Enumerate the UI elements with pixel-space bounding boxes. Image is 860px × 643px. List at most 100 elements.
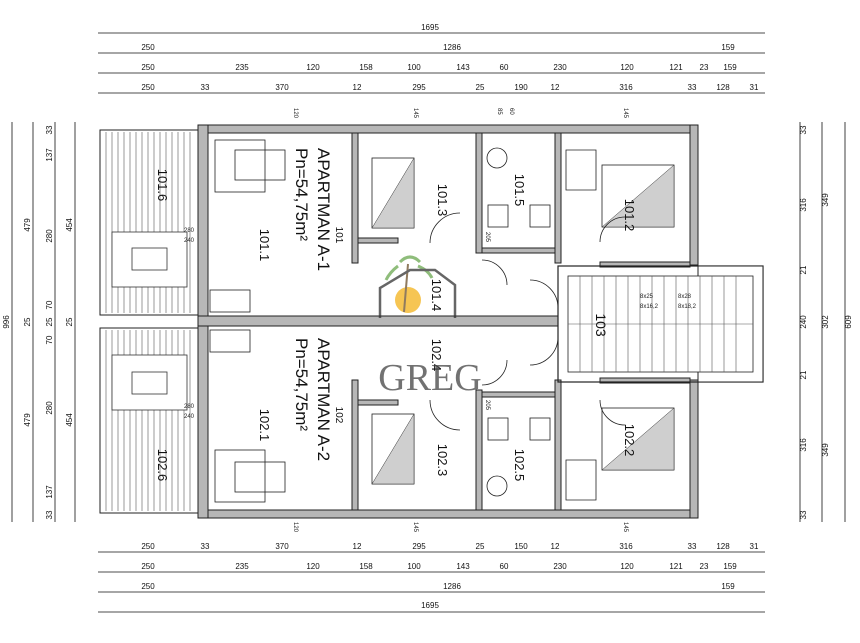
dim-left-m2-3: 70	[45, 300, 54, 309]
dim-bot-r1-3: 12	[353, 542, 362, 551]
dim-top-r3-6: 60	[500, 63, 509, 72]
dim-bot-r2-5: 143	[456, 562, 470, 571]
dim-top-r4-7: 12	[551, 83, 560, 92]
dim-bot-r3-0: 250	[141, 582, 155, 591]
apartment-a1-area: Pn=54,75m²	[292, 148, 311, 241]
dim-left-m2-2: 280	[45, 229, 54, 243]
dim-right-m1-1: 302	[821, 315, 830, 329]
room-101-6: 101.6	[155, 169, 170, 202]
dim-right-m1-2: 349	[821, 443, 830, 457]
dim-bot-r1-4: 295	[412, 542, 426, 551]
dim-right-m2-6: 33	[799, 510, 808, 519]
dim-right-m2-0: 33	[799, 125, 808, 134]
stair-label-4: 8x18,2	[678, 304, 697, 310]
dim-bot-r2-11: 159	[723, 562, 737, 571]
dim-left-m3-0: 454	[65, 218, 74, 232]
room-102: 102	[333, 407, 344, 424]
dim-right-m2-3: 240	[799, 315, 808, 329]
bed-102-3	[371, 413, 415, 485]
dim-left-m2-4: 25	[45, 317, 54, 326]
room-labels: 101.6 101.1 101.3 101.5 101.2 101.4 103 …	[155, 169, 637, 482]
stair-label-2: 8x28	[678, 294, 692, 300]
dim-left-m1-0: 479	[23, 218, 32, 232]
room-102-5: 102.5	[512, 449, 527, 482]
dim-bot-r2-6: 60	[500, 562, 509, 571]
dim-bot-r1-8: 316	[619, 542, 633, 551]
dim-bot-r2-2: 120	[306, 562, 320, 571]
room-102-6: 102.6	[155, 449, 170, 482]
dim-left-m2-6: 280	[45, 401, 54, 415]
dim-top-r4-8: 316	[619, 83, 633, 92]
room-101-2: 101.2	[622, 199, 637, 232]
dim-left-m3-2: 454	[65, 413, 74, 427]
dim-top-r4-1: 33	[201, 83, 210, 92]
dim-bot-r1-10: 128	[716, 542, 730, 551]
dim-top-r3-5: 143	[456, 63, 470, 72]
stair-label-3: 8x16,2	[640, 304, 659, 310]
bed-101-3	[371, 157, 415, 229]
wall-label-280a: 280	[184, 228, 195, 234]
dim-bot-r2-1: 235	[235, 562, 249, 571]
terrace-top	[99, 129, 199, 316]
dim-top-r2-2: 159	[721, 43, 735, 52]
dim-right-m2-4: 21	[799, 370, 808, 379]
door-label-f: 120	[292, 522, 298, 533]
bottom-dimensions: 250 33 370 12 295 25 150 12 316 33 128 3…	[98, 542, 765, 613]
dim-top-r3-3: 158	[359, 63, 373, 72]
left-dimensions: 996 479 25 479 33 137 280 70 25 70 280 1…	[2, 122, 76, 522]
terrace-bottom	[99, 327, 199, 514]
dim-bot-r2-10: 23	[700, 562, 709, 571]
dim-bot-r2-4: 100	[407, 562, 421, 571]
dim-bot-r1-7: 12	[551, 542, 560, 551]
dim-top-r3-0: 250	[141, 63, 155, 72]
dim-left-m2-8: 33	[45, 510, 54, 519]
room-101-3: 101.3	[435, 184, 450, 217]
dim-top-r4-2: 370	[275, 83, 289, 92]
room-101-5: 101.5	[512, 174, 527, 207]
dim-bot-r3-2: 159	[721, 582, 735, 591]
dim-left-996: 996	[2, 315, 11, 329]
room-101-4: 101.4	[429, 279, 444, 312]
dim-bot-r1-0: 250	[141, 542, 155, 551]
door-swings	[429, 212, 626, 431]
dim-right-m1-0: 349	[821, 193, 830, 207]
door-label-e: 60	[508, 108, 514, 115]
bed-101-2	[601, 164, 675, 228]
dim-bot-r2-0: 250	[141, 562, 155, 571]
dim-bot-r2-3: 158	[359, 562, 373, 571]
dim-left-m2-1: 137	[45, 148, 54, 162]
dim-top-r4-3: 12	[353, 83, 362, 92]
apartment-a2-area: Pn=54,75m²	[292, 338, 311, 431]
dim-top-r4-4: 295	[412, 83, 426, 92]
room-102-1: 102.1	[257, 409, 272, 442]
bed-102-2	[601, 407, 675, 471]
dim-top-r4-6: 190	[514, 83, 528, 92]
logo-text: GREG	[378, 357, 481, 399]
dim-bot-r3-1: 1286	[443, 582, 461, 591]
room-101-1: 101.1	[257, 229, 272, 262]
door-label-a: 120	[292, 108, 298, 119]
door-label-h: 145	[622, 522, 628, 533]
greg-logo-watermark: GREG	[378, 255, 482, 399]
dim-top-r3-4: 100	[407, 63, 421, 72]
wall-label-280b: 280	[184, 404, 195, 410]
dim-bot-r2-7: 230	[553, 562, 567, 571]
staircase: 8x25 8x28 8x16,2 8x18,2	[567, 275, 754, 373]
top-dimensions: 1695 250 1286 159 250 235 120 158 100 14…	[98, 23, 765, 94]
dim-right-609: 609	[844, 315, 853, 329]
door-label-b: 145	[412, 108, 418, 119]
dim-left-m3-1: 25	[65, 317, 74, 326]
dim-bot-r1-6: 150	[514, 542, 528, 551]
dim-bot-r1-1: 33	[201, 542, 210, 551]
dim-top-r4-11: 31	[750, 83, 759, 92]
dim-top-r2-1: 1286	[443, 43, 461, 52]
dim-top-r4-9: 33	[688, 83, 697, 92]
dim-bot-r1-11: 31	[750, 542, 759, 551]
dim-top-r3-1: 235	[235, 63, 249, 72]
dim-top-r4-0: 250	[141, 83, 155, 92]
dim-bot-r1-9: 33	[688, 542, 697, 551]
right-dimensions: 609 349 302 349 33 316 21 240 21 316 33	[799, 122, 853, 522]
dim-top-r4-5: 25	[476, 83, 485, 92]
dim-left-m2-0: 33	[45, 125, 54, 134]
